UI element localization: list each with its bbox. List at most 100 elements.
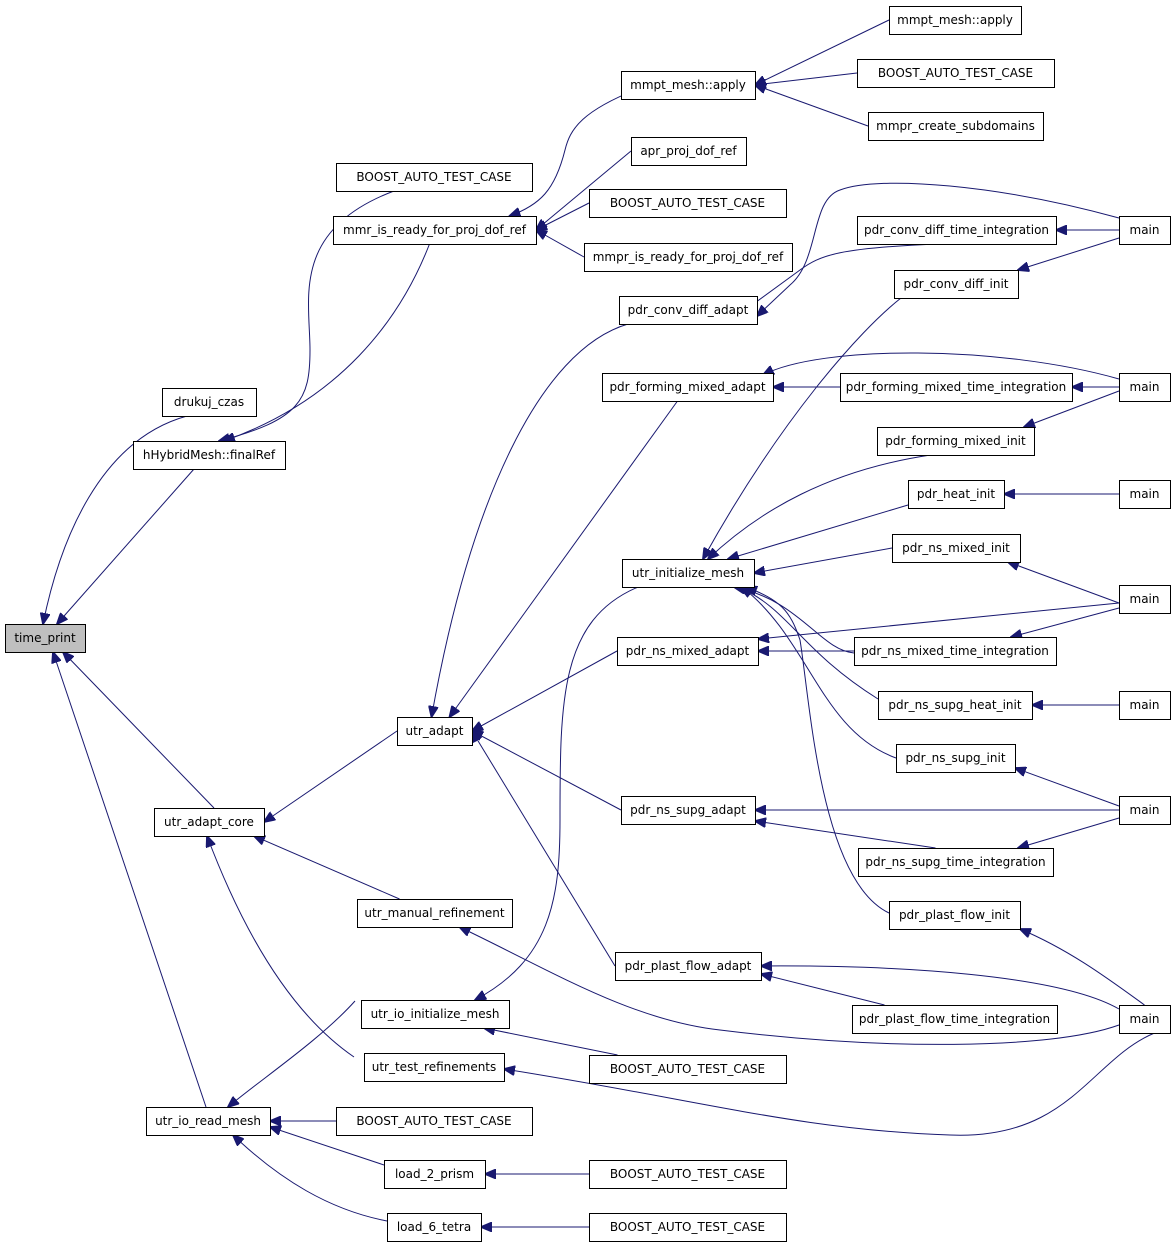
- node-label: main: [1130, 223, 1160, 237]
- edge-n3-to-n2: [219, 190, 395, 441]
- graph-node-pdr-plast-flow-time-integration[interactable]: pdr_plast_flow_time_integration: [852, 1005, 1058, 1034]
- node-box: [1119, 585, 1171, 614]
- graph-node-main[interactable]: main: [1119, 796, 1171, 825]
- graph-node-boost-auto-test-case[interactable]: BOOST_AUTO_TEST_CASE: [336, 1107, 533, 1136]
- graph-node-boost-auto-test-case[interactable]: BOOST_AUTO_TEST_CASE: [589, 189, 787, 218]
- graph-node-main[interactable]: main: [1119, 585, 1171, 614]
- edge-n24-to-n26: [1011, 607, 1120, 637]
- graph-node-pdr-ns-mixed-init[interactable]: pdr_ns_mixed_init: [892, 534, 1021, 563]
- graph-node-pdr-ns-supg-time-integration[interactable]: pdr_ns_supg_time_integration: [858, 848, 1054, 877]
- graph-node-main[interactable]: main: [1119, 480, 1171, 509]
- graph-node-pdr-forming-mixed-time-integration[interactable]: pdr_forming_mixed_time_integration: [840, 373, 1073, 402]
- node-label: pdr_conv_diff_adapt: [628, 303, 749, 317]
- graph-node-boost-auto-test-case[interactable]: BOOST_AUTO_TEST_CASE: [589, 1160, 787, 1189]
- graph-node-utr-adapt[interactable]: utr_adapt: [397, 717, 473, 746]
- edge-n11-to-n4: [536, 230, 585, 258]
- edge-n37-to-n29: [472, 731, 616, 967]
- edge-n33-to-n34: [1018, 817, 1120, 848]
- edge-n29-to-n31: [264, 730, 398, 822]
- graph-node-boost-auto-test-case[interactable]: BOOST_AUTO_TEST_CASE: [336, 163, 533, 192]
- graph-node-mmpr-is-ready-for-proj-dof-ref[interactable]: mmpr_is_ready_for_proj_dof_ref: [584, 243, 793, 272]
- graph-node-mmr-is-ready-for-proj-dof-ref[interactable]: mmr_is_ready_for_proj_dof_ref: [333, 216, 537, 245]
- node-label: pdr_forming_mixed_time_integration: [846, 380, 1067, 394]
- node-box: [589, 1213, 787, 1242]
- graph-node-main[interactable]: main: [1119, 691, 1171, 720]
- graph-node-utr-initialize-mesh[interactable]: utr_initialize_mesh: [622, 559, 755, 588]
- node-box: [889, 901, 1021, 930]
- edge-n8-to-n5: [755, 85, 869, 127]
- graph-node-pdr-plast-flow-adapt[interactable]: pdr_plast_flow_adapt: [615, 952, 762, 981]
- edge-layer: [43, 19, 1155, 1227]
- graph-node-load-6-tetra[interactable]: load_6_tetra: [387, 1213, 482, 1242]
- graph-node-main[interactable]: main: [1119, 373, 1171, 402]
- graph-node-pdr-conv-diff-time-integration[interactable]: pdr_conv_diff_time_integration: [857, 216, 1057, 245]
- node-layer: time_print drukuj_czashHybridMesh::finalR…: [5, 6, 1171, 1242]
- graph-node-mmpt-mesh-apply[interactable]: mmpt_mesh::apply: [889, 6, 1022, 35]
- graph-node-apr-proj-dof-ref[interactable]: apr_proj_dof_ref: [631, 137, 747, 166]
- edge-n16-to-n29: [450, 400, 678, 717]
- node-box: [622, 559, 755, 588]
- graph-node-utr-adapt-core[interactable]: utr_adapt_core: [154, 808, 265, 837]
- graph-node-pdr-ns-mixed-time-integration[interactable]: pdr_ns_mixed_time_integration: [854, 637, 1057, 666]
- graph-node-pdr-conv-diff-init[interactable]: pdr_conv_diff_init: [894, 270, 1019, 299]
- node-label: pdr_heat_init: [917, 487, 995, 501]
- graph-node-main[interactable]: main: [1119, 216, 1171, 245]
- edge-n41-to-n31: [207, 836, 355, 1058]
- node-label: pdr_conv_diff_time_integration: [864, 223, 1049, 237]
- edge-n18-to-n19: [1024, 390, 1120, 427]
- graph-node-pdr-forming-mixed-init[interactable]: pdr_forming_mixed_init: [877, 427, 1035, 456]
- node-box: [1119, 796, 1171, 825]
- graph-node-time-print[interactable]: time_print: [5, 624, 86, 653]
- graph-node-main[interactable]: main: [1119, 1005, 1171, 1034]
- node-label: main: [1130, 380, 1160, 394]
- graph-node-boost-auto-test-case[interactable]: BOOST_AUTO_TEST_CASE: [589, 1213, 787, 1242]
- graph-node-mmpt-mesh-apply[interactable]: mmpt_mesh::apply: [621, 71, 756, 100]
- node-label: pdr_forming_mixed_adapt: [609, 380, 765, 394]
- node-box: [589, 189, 787, 218]
- graph-node-utr-io-initialize-mesh[interactable]: utr_io_initialize_mesh: [361, 1000, 510, 1029]
- node-box: [336, 1107, 533, 1136]
- node-box: [615, 952, 762, 981]
- node-box: [357, 899, 513, 928]
- graph-node-drukuj-czas[interactable]: drukuj_czas: [162, 388, 257, 417]
- graph-node-utr-test-refinements[interactable]: utr_test_refinements: [364, 1053, 505, 1082]
- graph-node-mmpr-create-subdomains[interactable]: mmpr_create_subdomains: [868, 112, 1044, 141]
- graph-node-pdr-ns-supg-heat-init[interactable]: pdr_ns_supg_heat_init: [878, 691, 1033, 720]
- node-label: main: [1130, 592, 1160, 606]
- graph-node-pdr-heat-init[interactable]: pdr_heat_init: [908, 480, 1005, 509]
- node-box: [162, 388, 257, 417]
- node-label: BOOST_AUTO_TEST_CASE: [610, 1167, 765, 1181]
- graph-node-utr-io-read-mesh[interactable]: utr_io_read_mesh: [146, 1107, 271, 1136]
- node-label: BOOST_AUTO_TEST_CASE: [356, 170, 511, 184]
- node-box: [589, 1160, 787, 1189]
- graph-node-pdr-conv-diff-adapt[interactable]: pdr_conv_diff_adapt: [619, 296, 758, 325]
- graph-node-load-2-prism[interactable]: load_2_prism: [384, 1160, 486, 1189]
- graph-node-hhybridmesh-finalref[interactable]: hHybridMesh::finalRef: [133, 441, 286, 470]
- node-box: [364, 1053, 505, 1082]
- node-label: main: [1130, 487, 1160, 501]
- node-box: [857, 59, 1055, 88]
- node-box: [1119, 480, 1171, 509]
- graph-node-pdr-forming-mixed-adapt[interactable]: pdr_forming_mixed_adapt: [602, 373, 774, 402]
- node-label: main: [1130, 803, 1160, 817]
- graph-node-boost-auto-test-case[interactable]: BOOST_AUTO_TEST_CASE: [589, 1055, 787, 1084]
- edge-n45-to-n43: [270, 1127, 385, 1166]
- graph-node-boost-auto-test-case[interactable]: BOOST_AUTO_TEST_CASE: [857, 59, 1055, 88]
- edge-n14-to-n12: [757, 182, 1120, 316]
- node-box: [889, 6, 1022, 35]
- edge-n39-to-n36: [1020, 929, 1145, 1006]
- graph-node-pdr-plast-flow-init[interactable]: pdr_plast_flow_init: [889, 901, 1021, 930]
- node-box: [857, 216, 1057, 245]
- node-label: hHybridMesh::finalRef: [143, 448, 276, 462]
- node-box: [589, 1055, 787, 1084]
- graph-node-pdr-ns-supg-init[interactable]: pdr_ns_supg_init: [896, 744, 1016, 773]
- graph-node-utr-manual-refinement[interactable]: utr_manual_refinement: [357, 899, 513, 928]
- edge-n18-to-n16: [763, 352, 1120, 380]
- graph-node-pdr-ns-supg-adapt[interactable]: pdr_ns_supg_adapt: [621, 796, 756, 825]
- edge-n40-to-n43: [228, 1000, 356, 1107]
- edge-n30-to-n22: [742, 587, 897, 759]
- graph-node-pdr-ns-mixed-adapt[interactable]: pdr_ns_mixed_adapt: [617, 637, 759, 666]
- node-box: [852, 1005, 1058, 1034]
- node-label: pdr_ns_supg_adapt: [630, 803, 746, 817]
